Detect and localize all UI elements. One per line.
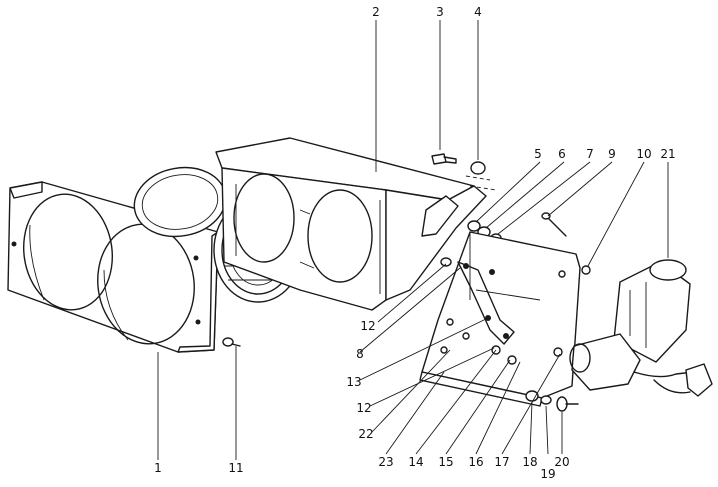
callout-19: 19 xyxy=(540,467,555,481)
washer-part-18 xyxy=(525,390,539,402)
callout-5: 5 xyxy=(534,147,542,161)
callout-14: 14 xyxy=(408,455,423,469)
nut-part-10 xyxy=(581,265,591,275)
callout-8: 8 xyxy=(356,347,364,361)
washer-part-12-upper xyxy=(440,257,452,267)
bolt-part-9 xyxy=(541,212,567,237)
callout-1: 1 xyxy=(154,461,162,475)
leader-lines xyxy=(157,20,669,460)
callout-12-upper: 12 xyxy=(360,319,375,333)
screw-part-11 xyxy=(222,337,241,347)
callout-23: 23 xyxy=(378,455,393,469)
callout-6: 6 xyxy=(558,147,566,161)
callout-16: 16 xyxy=(468,455,483,469)
washer-part-19 xyxy=(540,395,552,405)
bush-part-4 xyxy=(465,161,497,191)
screw-part-3 xyxy=(431,153,457,165)
callout-2: 2 xyxy=(372,5,380,19)
callout-17: 17 xyxy=(494,455,509,469)
callout-3: 3 xyxy=(436,5,444,19)
motor-part-21 xyxy=(569,259,713,397)
callout-12-lower: 12 xyxy=(356,401,371,415)
callout-4: 4 xyxy=(474,5,482,19)
callout-labels: 1 2 3 4 5 6 7 8 9 10 11 12 12 13 14 15 1… xyxy=(154,5,675,481)
callout-9: 9 xyxy=(608,147,616,161)
linkage-arm xyxy=(457,261,517,365)
callout-18: 18 xyxy=(522,455,537,469)
callout-20: 20 xyxy=(554,455,569,469)
mounting-plate xyxy=(419,231,581,407)
callout-11: 11 xyxy=(228,461,243,475)
callout-21: 21 xyxy=(660,147,675,161)
callout-15: 15 xyxy=(438,455,453,469)
screw-part-20 xyxy=(556,396,579,412)
headlamp-housing xyxy=(215,137,487,311)
callout-7: 7 xyxy=(586,147,594,161)
callout-10: 10 xyxy=(636,147,651,161)
washer-part-5 xyxy=(467,220,481,232)
callout-13: 13 xyxy=(346,375,361,389)
callout-22: 22 xyxy=(358,427,373,441)
